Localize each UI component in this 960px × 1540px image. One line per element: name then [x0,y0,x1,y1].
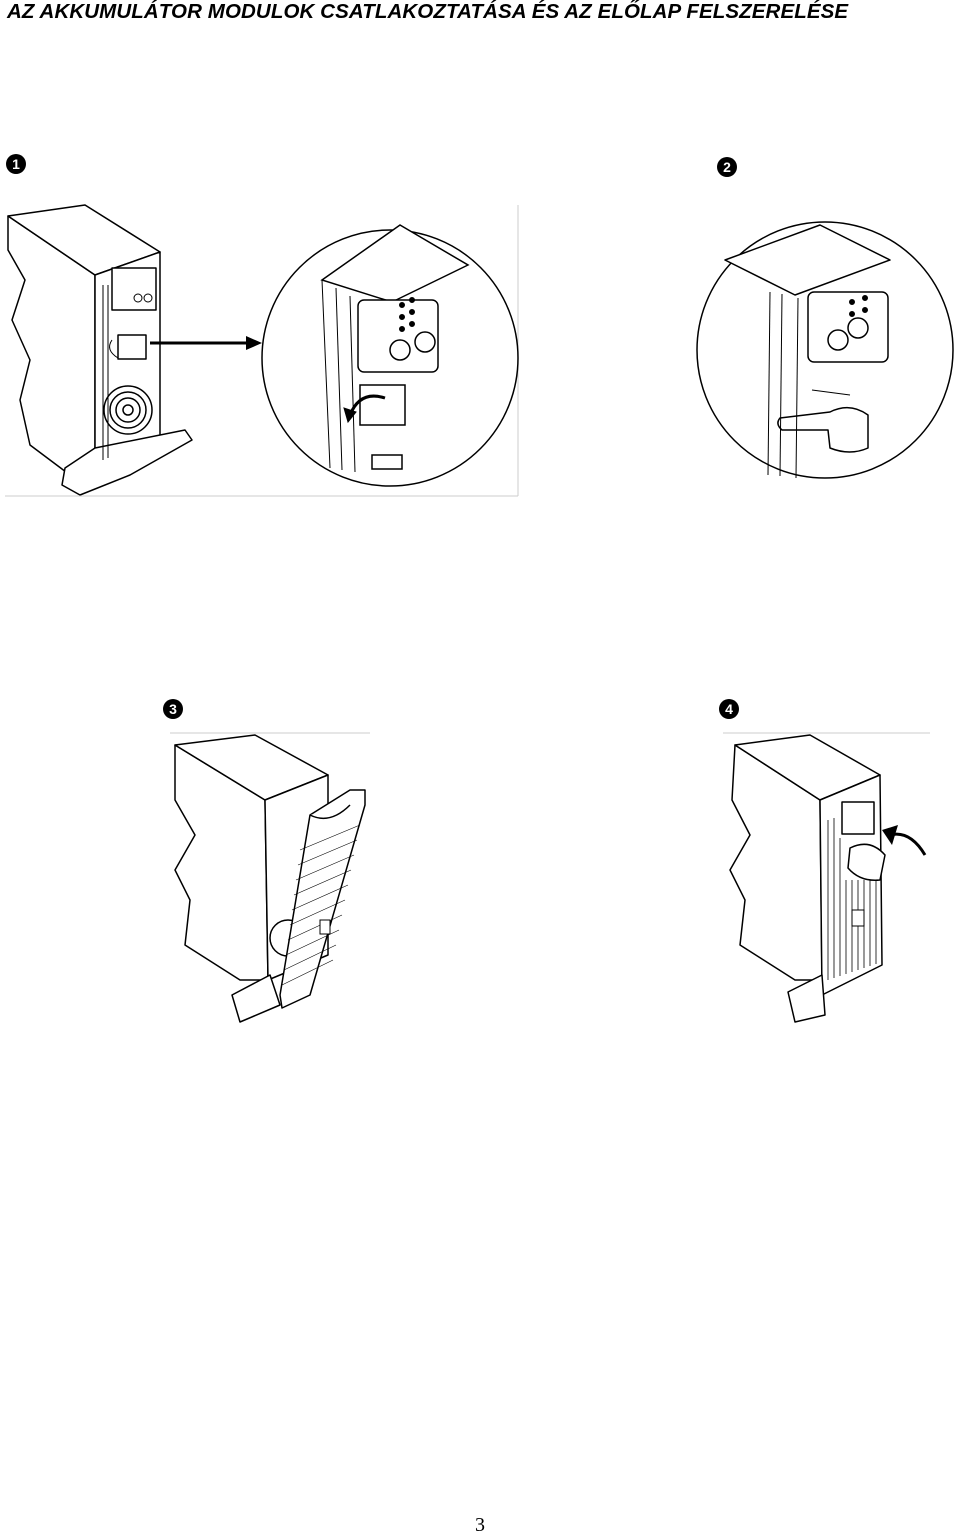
ups-connect-battery-connector-illustration [5,204,519,497]
page-title: AZ AKKUMULÁTOR MODULOK CSATLAKOZTATÁSA É… [7,0,849,23]
step-1-badge: 1 [6,154,26,174]
ups-attach-front-bezel-illustration [170,732,370,1023]
ups-press-connector-illustration [696,221,954,479]
page-number: 3 [475,1514,485,1536]
step-2-badge: 2 [717,157,737,177]
step-3-badge: 3 [163,699,183,719]
ups-snap-bezel-closed-illustration [723,732,930,1023]
step-4-badge: 4 [719,699,739,719]
